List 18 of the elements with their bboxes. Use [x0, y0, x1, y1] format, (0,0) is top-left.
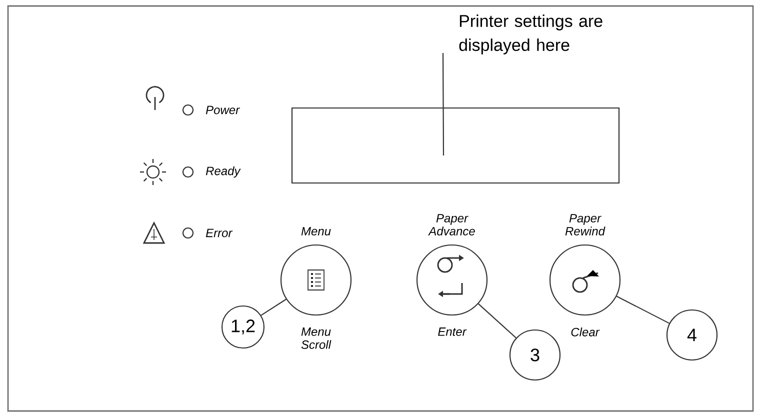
button-caption: Menu Scroll — [301, 328, 332, 349]
button-caption: Clear — [571, 328, 600, 336]
leader-line — [616, 296, 670, 324]
round-button: Paper Advance — [416, 214, 488, 316]
leader-line — [442, 52, 444, 156]
display-window — [291, 107, 620, 184]
indicator-label: Ready — [206, 166, 241, 178]
callout-number: 1,2 — [221, 305, 265, 349]
button-caption: Enter — [438, 328, 467, 336]
round-button: Menu — [280, 227, 352, 316]
indicator-label: Power — [206, 106, 240, 114]
leader-line — [478, 303, 516, 338]
indicator-label: Error — [206, 228, 233, 238]
callout-number: 4 — [666, 309, 718, 361]
callout-number: 3 — [509, 329, 561, 381]
leader-line — [260, 298, 286, 316]
caption-text: Printer settings are displayed here — [459, 14, 602, 54]
round-button: Paper Rewind — [549, 214, 621, 316]
